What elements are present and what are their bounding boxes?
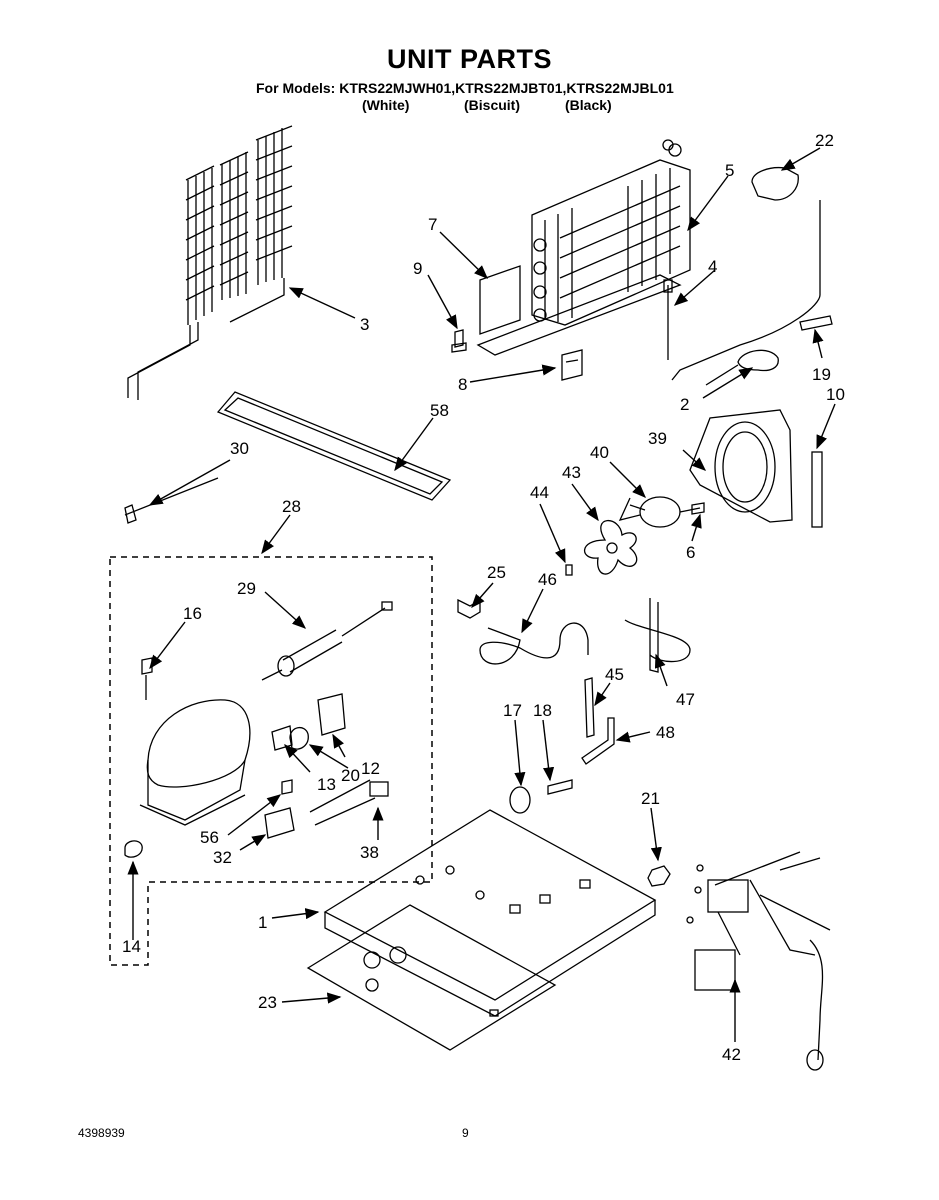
gasket-strip: [811, 451, 823, 528]
label-part-28: 28: [282, 497, 301, 516]
screw-56: [281, 779, 293, 795]
label-part-17: 17: [503, 701, 522, 720]
roller: [509, 786, 531, 814]
relay: [271, 725, 293, 751]
fan-shroud: [689, 409, 793, 523]
screw-18: [547, 779, 573, 795]
relay-cover: [317, 693, 346, 736]
label-part-47: 47: [676, 690, 695, 709]
page-number: 9: [462, 1126, 469, 1140]
harness-terminal: [806, 1049, 824, 1071]
capacitor: [264, 807, 295, 839]
models-line: For Models: KTRS22MJWH01,KTRS22MJBT01,KT…: [256, 80, 674, 96]
label-part-56: 56: [200, 828, 219, 847]
defrost-thermistor: [667, 200, 821, 381]
clip: [561, 349, 583, 381]
label-part-38: 38: [360, 843, 379, 862]
screw-6: [691, 502, 705, 515]
label-part-32: 32: [213, 848, 232, 867]
fan-motor: [618, 496, 701, 528]
variant-black: (Black): [565, 97, 612, 113]
leader-lines: [127, 147, 836, 1042]
harness-plug: [369, 781, 389, 797]
label-part-19: 19: [812, 365, 831, 384]
fan-blade: [583, 519, 638, 575]
label-part-30: 30: [230, 439, 249, 458]
harness-connector-main: [694, 949, 736, 991]
harness-connector-top: [707, 879, 749, 913]
base-plate: [323, 809, 657, 1017]
grommet: [141, 657, 153, 700]
label-part-5: 5: [725, 161, 734, 180]
label-part-20: 20: [341, 766, 360, 785]
label-part-18: 18: [533, 701, 552, 720]
connector: [663, 279, 673, 293]
compressor-harness: [309, 779, 376, 826]
fan-clip: [565, 564, 573, 576]
variant-biscuit: (Biscuit): [464, 97, 520, 113]
label-part-7: 7: [428, 215, 437, 234]
label-part-9: 9: [413, 259, 422, 278]
label-part-39: 39: [648, 429, 667, 448]
compressor-assembly-boundary: [109, 556, 433, 966]
label-part-48: 48: [656, 723, 675, 742]
label-part-25: 25: [487, 563, 506, 582]
label-part-6: 6: [686, 543, 695, 562]
bracket: [799, 315, 833, 331]
label-part-58: 58: [430, 401, 449, 420]
label-part-2: 2: [680, 395, 689, 414]
compressor: [139, 699, 251, 826]
end-cap: [751, 166, 799, 201]
label-part-4: 4: [708, 257, 717, 276]
label-part-12: 12: [361, 759, 380, 778]
drain-pan: [216, 391, 452, 501]
label-part-16: 16: [183, 604, 202, 623]
drain-tube: [479, 622, 589, 665]
condenser-coil: [127, 125, 293, 400]
label-part-1: 1: [258, 913, 267, 932]
filter-drier: [261, 601, 393, 681]
label-part-42: 42: [722, 1045, 741, 1064]
wiring-harness: [686, 851, 831, 1071]
page-title: UNIT PARTS: [387, 44, 552, 74]
variant-white: (White): [362, 97, 410, 113]
label-part-10: 10: [826, 385, 845, 404]
document-number: 4398939: [78, 1126, 125, 1140]
evaporator: [476, 139, 691, 356]
label-part-45: 45: [605, 665, 624, 684]
label-part-44: 44: [530, 483, 549, 502]
grommet-14: [124, 840, 143, 858]
label-part-13: 13: [317, 775, 336, 794]
label-part-43: 43: [562, 463, 581, 482]
insulation-panel: [306, 904, 557, 1051]
label-part-14: 14: [122, 937, 141, 956]
tube-45: [584, 677, 595, 738]
label-part-3: 3: [360, 315, 369, 334]
label-part-21: 21: [641, 789, 660, 808]
label-part-40: 40: [590, 443, 609, 462]
label-part-8: 8: [458, 375, 467, 394]
label-part-23: 23: [258, 993, 277, 1012]
label-part-29: 29: [237, 579, 256, 598]
clamp: [457, 598, 481, 619]
label-part-46: 46: [538, 570, 557, 589]
thermostat: [705, 349, 779, 386]
nut: [647, 865, 671, 887]
tube-48: [581, 717, 615, 765]
label-part-22: 22: [815, 131, 834, 150]
probe: [124, 477, 219, 524]
screw: [451, 329, 467, 353]
overload: [289, 727, 309, 750]
